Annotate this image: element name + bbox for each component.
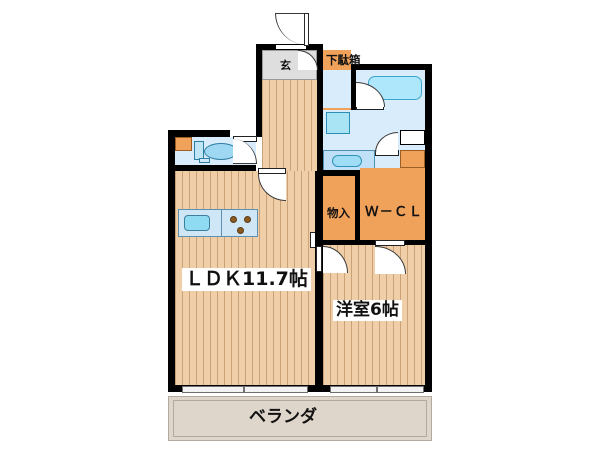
ldk-label: ＬＤＫ11.7帖 bbox=[182, 268, 311, 291]
storage-closet bbox=[323, 176, 355, 242]
stove-burner-icon bbox=[237, 227, 244, 234]
linen-cupboard bbox=[400, 130, 425, 145]
toilet-shelf bbox=[175, 137, 192, 151]
storage-closet-label: 物入 bbox=[327, 206, 350, 220]
walk-in-closet bbox=[360, 168, 425, 242]
ldk-window-sash[interactable] bbox=[182, 386, 244, 393]
wall-bathroom-left bbox=[351, 70, 356, 110]
ldk-window-sash[interactable] bbox=[244, 386, 308, 393]
entrance-door-swing[interactable] bbox=[275, 13, 307, 45]
wall-ldk-bedroom bbox=[315, 171, 323, 385]
bedroom-label: 洋室6帖 bbox=[333, 300, 402, 321]
entrance-door-opening bbox=[275, 44, 307, 50]
wcl-door-opening bbox=[375, 240, 405, 246]
veranda-inner-outline bbox=[173, 400, 427, 437]
wall-bath-block-top bbox=[317, 64, 432, 70]
veranda-label: ベランダ bbox=[249, 407, 317, 427]
stove-burner-icon bbox=[230, 216, 237, 223]
entrance-door-leaf[interactable] bbox=[304, 13, 309, 46]
kitchen-counter bbox=[178, 209, 258, 237]
wash-basin bbox=[332, 155, 362, 167]
wall-toilet-bottom bbox=[175, 165, 256, 171]
walk-in-closet-label: Ｗ－ＣＬ bbox=[365, 204, 423, 220]
wall-left-main bbox=[168, 130, 175, 392]
bedroom-door-opening bbox=[316, 246, 322, 272]
wall-closet-bottom bbox=[317, 240, 432, 245]
bedroom-window-sash[interactable] bbox=[330, 386, 377, 393]
toilet-paper-holder bbox=[199, 158, 210, 163]
washroom-closet bbox=[400, 150, 425, 168]
wall-left-upper bbox=[168, 130, 230, 137]
entrance-label: 玄 bbox=[280, 59, 291, 72]
veranda-area bbox=[168, 396, 432, 441]
wall-right-main bbox=[425, 170, 432, 392]
washing-machine-space bbox=[326, 112, 350, 134]
stove-top bbox=[221, 209, 258, 237]
wall-closet-divider bbox=[355, 176, 360, 242]
wall-entrance-left bbox=[256, 44, 262, 137]
bedroom-window-sash[interactable] bbox=[377, 386, 424, 393]
stove-burner-icon bbox=[244, 216, 251, 223]
wall-corridor-right bbox=[317, 108, 323, 186]
wall-bath-right bbox=[425, 64, 432, 174]
kitchen-sink bbox=[184, 215, 210, 231]
hall-floor bbox=[262, 80, 317, 185]
wall-shoebox-right bbox=[317, 44, 323, 114]
wall-shoebox-bottom bbox=[317, 110, 323, 116]
shoe-cabinet-label: 下駄箱 bbox=[326, 53, 361, 67]
